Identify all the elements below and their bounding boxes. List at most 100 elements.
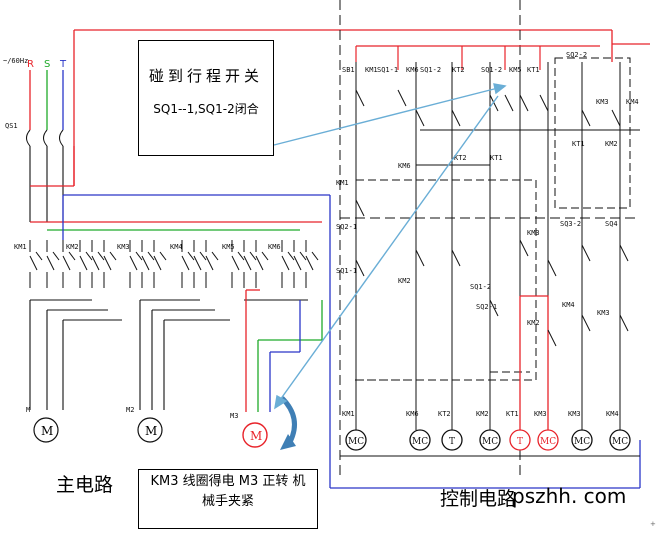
- ctl-mid-km1: KM1: [336, 179, 349, 187]
- contactor-label-km6: KM6: [268, 243, 281, 251]
- main-circuit-label: 主电路: [56, 474, 114, 496]
- ctl-label-sb1: SB1: [342, 66, 355, 74]
- supply-lines: ~/60Hz R S T QS1: [3, 29, 650, 489]
- contact-stroke: [147, 251, 155, 261]
- motor-m1-symbol: M: [41, 424, 53, 438]
- coil-tag: KM4: [606, 410, 619, 418]
- m3-colored-wiring: [245, 289, 323, 412]
- coil-tag: KM3: [534, 410, 547, 418]
- control-contact: [489, 94, 499, 112]
- contact-stroke: [255, 255, 264, 271]
- control-contact: [611, 109, 621, 127]
- control-contact: [415, 109, 425, 127]
- coil-tag: KM2: [476, 410, 489, 418]
- ctl-mid-km3b: KM3: [527, 229, 540, 237]
- contact-stroke: [52, 251, 60, 261]
- main-contactors: KM1 KM2 KM3 KM4 KM5 KM6: [14, 240, 319, 288]
- control-contact: [519, 239, 529, 257]
- control-contact: [581, 109, 591, 127]
- ctl-mid-kt2: KT2: [454, 154, 467, 162]
- callout-bottom-line2: 械手夹紧: [201, 494, 254, 509]
- ctl-label-sq2-2: SQ2-2: [566, 51, 587, 59]
- control-contact: [355, 199, 365, 217]
- contact-stroke: [46, 255, 55, 271]
- coil-symbol: [571, 429, 593, 451]
- contact-stroke: [205, 255, 214, 271]
- ctl-mid-km2c: KM2: [527, 319, 540, 327]
- motor-m1: M M: [26, 406, 59, 443]
- contact-stroke: [211, 251, 219, 261]
- coil-symbol: [441, 429, 463, 451]
- contact-stroke: [187, 251, 195, 261]
- motor-m3-tag: M3: [230, 412, 238, 420]
- contact-stroke: [141, 255, 150, 271]
- contact-stroke: [109, 251, 117, 261]
- ctl-mid-sq2-1b: SQ2-1: [476, 303, 497, 311]
- ctl-mid-km3c: KM3: [597, 309, 610, 317]
- contact-stroke: [287, 251, 295, 261]
- ctl-label-km6: KM6: [406, 66, 419, 74]
- coil-symbol-text: MC: [540, 437, 556, 447]
- coil-symbol-text: MC: [482, 437, 498, 447]
- ctl-mid-kt1b: KT1: [572, 140, 585, 148]
- contact-stroke: [103, 255, 112, 271]
- ctl-mid-kt1: KT1: [490, 154, 503, 162]
- control-contact: [619, 314, 629, 332]
- motor-m1-tag: M: [26, 406, 30, 414]
- control-contact: [581, 314, 591, 332]
- ctl-mid-sq2-1: SQ2-1: [336, 223, 357, 231]
- contact-stroke: [193, 255, 202, 271]
- coil-symbol: [345, 429, 367, 451]
- contact-stroke: [305, 255, 314, 271]
- contact-stroke: [68, 251, 76, 261]
- contactor-label-km4: KM4: [170, 243, 183, 251]
- coil-symbol-text: MC: [612, 437, 628, 447]
- main-wiring: [29, 299, 308, 410]
- control-contact: [415, 249, 425, 267]
- rotation-arrowhead-icon: [280, 434, 296, 450]
- contact-stroke: [129, 255, 138, 271]
- contact-stroke: [293, 255, 302, 271]
- contact-stroke: [281, 255, 290, 271]
- ctl-mid-sq4: SQ4: [605, 220, 618, 228]
- contactor-label-km2: KM2: [66, 243, 79, 251]
- control-contact: [489, 299, 499, 317]
- contact-stroke: [159, 251, 167, 261]
- coil-tag: KM1: [342, 410, 355, 418]
- coil-tag: KM6: [406, 410, 419, 418]
- contact-stroke: [243, 255, 252, 271]
- motor-m2-symbol: M: [145, 424, 157, 438]
- corner-mark: +: [650, 520, 656, 528]
- contact-stroke: [261, 251, 269, 261]
- motor-m2: M2 M: [126, 406, 163, 443]
- contact-stroke: [97, 251, 105, 261]
- ctl-label-kt1: KT1: [527, 66, 540, 74]
- contact-stroke: [181, 255, 190, 271]
- control-contact: [397, 89, 407, 107]
- supply-frequency: ~/60Hz: [3, 57, 28, 65]
- contact-stroke: [29, 255, 38, 271]
- contact-stroke: [85, 251, 93, 261]
- control-contact: [547, 259, 557, 277]
- coil-tag: KT2: [438, 410, 451, 418]
- watermark: pszhh. com: [512, 484, 627, 508]
- motor-m3-symbol: M: [250, 429, 262, 443]
- coil-symbol-text: MC: [412, 437, 428, 447]
- contact-stroke: [153, 255, 162, 271]
- contact-stroke: [237, 251, 245, 261]
- ctl-mid-sq1-1: SQ1-1: [336, 267, 357, 275]
- motor-m2-tag: M2: [126, 406, 134, 414]
- contact-stroke: [91, 255, 100, 271]
- coil-symbol: [479, 429, 501, 451]
- control-circuit-label: 控制电路: [440, 488, 517, 510]
- callout-bottom-line1: KM3 线圈得电 M3 正转 机: [150, 474, 306, 489]
- coil-symbol-text: MC: [348, 437, 364, 447]
- control-contact: [539, 94, 549, 112]
- callout-top-line2: SQ1--1,SQ1-2闭合: [153, 102, 259, 116]
- ctl-label-sq1-2b: SQ1-2: [481, 66, 502, 74]
- ctl-mid-km2: KM2: [605, 140, 618, 148]
- contact-stroke: [79, 255, 88, 271]
- contact-stroke: [299, 251, 307, 261]
